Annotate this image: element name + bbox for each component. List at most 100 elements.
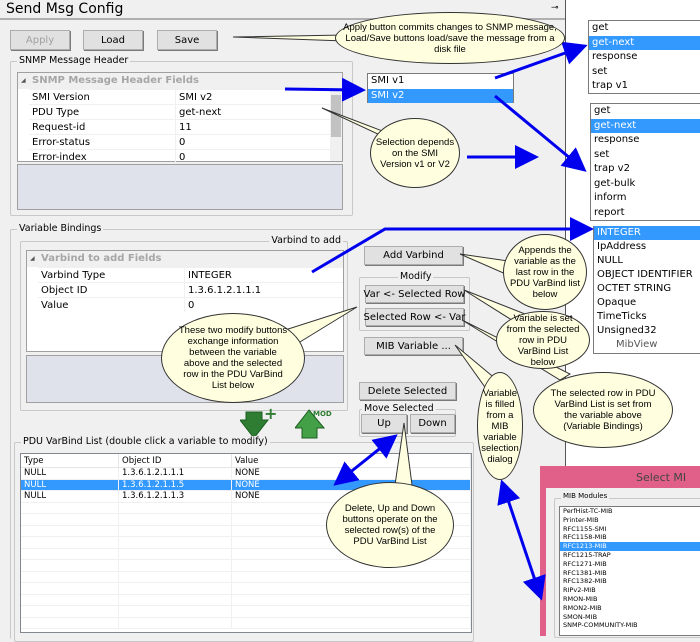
list-option[interactable]: NULL [597,255,623,266]
property-value[interactable]: get-next [179,107,222,118]
list-option[interactable]: get-bulk [594,177,636,189]
list-option[interactable]: Opaque [597,297,637,308]
list-option[interactable]: get [592,22,609,33]
empty-row [21,594,471,606]
pin-icon[interactable]: ⊸ [551,3,559,13]
scrollbar-thumb[interactable] [331,95,341,137]
property-value[interactable]: 0 [179,137,186,148]
list-option[interactable]: inform [594,192,627,203]
apply-button[interactable]: Apply [10,30,70,50]
modify-row-icon[interactable]: MOD [293,408,332,443]
mib-module-item[interactable]: RMON2-MIB [563,603,602,612]
list-option[interactable]: report [594,206,625,218]
mib-module-item[interactable]: SMON-MIB [563,612,598,621]
cell-value: NONE [232,479,471,490]
save-button[interactable]: Save [157,30,217,50]
property-value[interactable]: INTEGER [188,270,232,281]
empty-row [21,571,471,583]
load-button[interactable]: Load [83,30,143,50]
add-varbind-button[interactable]: Add Varbind [364,246,463,265]
cell-type: NULL [21,468,119,479]
list-option[interactable]: set [592,65,608,77]
callout-row-set: The selected row in PDU VarBind List is … [533,372,673,448]
selected-row-from-var-button[interactable]: Selected Row <- Var [364,308,466,326]
list-option[interactable]: get [594,105,611,116]
list-option[interactable]: OCTET STRING [597,283,672,294]
add-to-list-icon[interactable]: + [238,404,282,443]
property-value[interactable]: 11 [179,122,192,133]
mib-module-item[interactable]: RFC1215-TRAP [563,550,611,559]
property-value[interactable]: 0 [188,300,195,311]
group-label: Variable Bindings [17,223,104,234]
var-from-selected-row-button[interactable]: Var <- Selected Row [364,285,466,303]
mib-module-item[interactable]: RFC1213-MIB [560,542,700,551]
mib-variable-button[interactable]: MIB Variable ... [364,337,463,355]
list-option[interactable]: trap v2 [594,163,630,174]
mib-module-item[interactable]: RMON-MIB [563,594,598,603]
list-option[interactable]: response [592,51,638,62]
property-value[interactable]: 1.3.6.1.2.1.1.1 [188,285,262,296]
empty-row [21,525,471,537]
list-option[interactable]: set [594,148,610,160]
list-option[interactable]: OBJECT IDENTIFIER [597,269,693,280]
delete-selected-button[interactable]: Delete Selected [359,382,456,400]
property-name: Value [38,298,185,312]
callout-modify: These two modify buttons exchange inform… [161,313,305,403]
property-name: Error-status [29,135,176,149]
mib-module-item[interactable]: RFC1381-MIB [563,568,607,577]
list-option[interactable]: IpAddress [597,241,647,252]
empty-row [21,514,471,526]
list-option[interactable]: response [594,134,640,145]
table-header: Type Object ID Value [21,454,471,468]
list-option[interactable]: SMI v2 [368,88,513,103]
list-option[interactable]: trap v1 [592,80,628,91]
list-option[interactable]: Unsigned32 [597,325,657,336]
mib-module-item[interactable]: Printer-MIB [563,515,599,524]
list-partial-text: MibView [616,339,658,350]
mib-module-item[interactable]: PerfHist-TC-MIB [563,507,613,515]
property-value[interactable]: 0 [179,152,186,163]
mib-module-item[interactable]: RFC1382-MIB [563,577,607,586]
list-option[interactable]: get-next [589,35,700,50]
column-header-type[interactable]: Type [21,454,119,467]
mib-module-item[interactable]: RFC1271-MIB [563,559,607,568]
group-label: SNMP Message Header [17,55,131,66]
property-name: PDU Type [29,105,176,119]
list-option[interactable]: INTEGER [594,226,700,240]
up-button[interactable]: Up [361,414,407,433]
list-option[interactable]: SMI v1 [371,75,405,86]
property-name: Request-id [29,120,176,134]
mib-module-item[interactable]: RFC1155-SMI [563,524,607,533]
header-property-grid[interactable]: SNMP Message Header Fields SMI VersionSM… [17,72,343,164]
group-label: MIB Modules [561,492,610,500]
mib-module-item[interactable]: RFC1158-MIB [563,533,607,542]
list-option[interactable]: get-next [591,118,700,133]
cell-type: NULL [21,491,119,502]
scrollbar[interactable] [330,73,342,161]
property-value[interactable]: SMI v2 [179,92,213,103]
column-header-oid[interactable]: Object ID [119,454,232,467]
mib-module-item[interactable]: RIPv2-MIB [563,586,596,595]
mib-module-item[interactable]: SNMP-COMMUNITY-MIB [563,621,638,630]
column-header-value[interactable]: Value [232,454,471,467]
smi-version-dropdown[interactable]: SMI v1 SMI v2 [367,73,514,103]
callout-mib-filled: Variable is filled from a MIB variable s… [477,372,523,480]
down-button[interactable]: Down [410,414,455,433]
list-option[interactable]: TimeTicks [597,311,647,322]
